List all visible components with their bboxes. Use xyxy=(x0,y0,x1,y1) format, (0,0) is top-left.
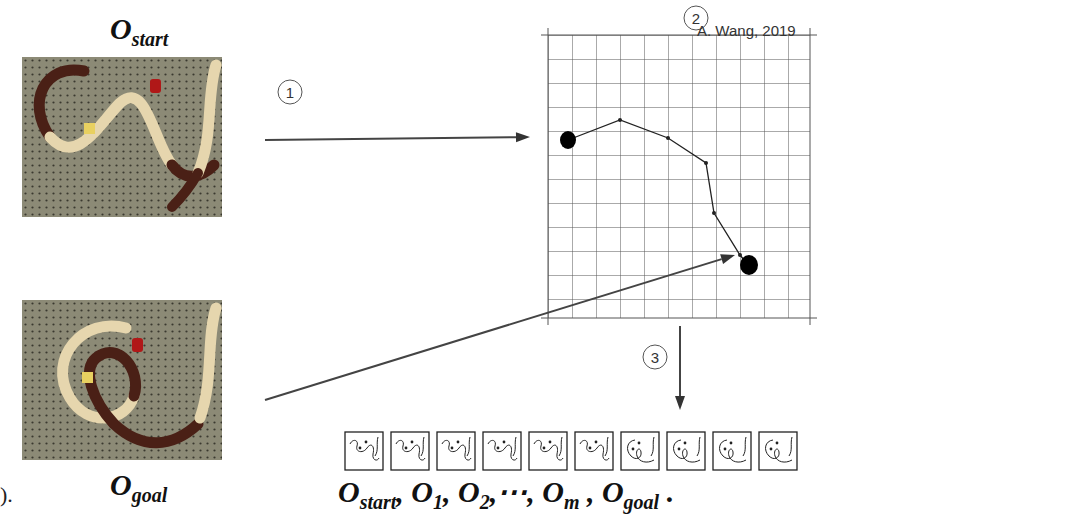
subscript-text: goal xyxy=(132,484,168,507)
citation: A. Wang, 2019 xyxy=(697,22,796,39)
node-text-row: Ostart xyxy=(110,12,168,46)
symbol-text: O xyxy=(110,12,132,46)
subscript-text: 1 xyxy=(433,491,443,514)
symbol-text: , O xyxy=(443,475,480,509)
callout-number: 1 xyxy=(286,85,294,100)
symbol-text: , O xyxy=(396,475,433,509)
subscript-text: start xyxy=(360,491,397,514)
arrow-connector xyxy=(265,132,530,142)
callout-number: 3 xyxy=(651,350,659,365)
node-text-row: Ogoal xyxy=(110,468,167,502)
subscript-text: goal xyxy=(624,491,660,514)
subscript-text: 2 xyxy=(480,491,490,514)
subscript-text: m xyxy=(564,491,580,514)
arrow-connector xyxy=(675,326,685,410)
start-observation: Ostart xyxy=(22,12,222,218)
symbol-text: , O xyxy=(579,475,623,509)
symbol-text: . xyxy=(659,475,674,509)
arrow-connector xyxy=(265,254,735,400)
node-text-row: Ostart, O1, O2,⋯, Om , Ogoal . xyxy=(338,474,674,509)
symbol-text: O xyxy=(110,468,132,502)
symbol-text: ,⋯, O xyxy=(490,474,564,509)
goal-observation: Ogoal xyxy=(22,300,222,510)
symbol-text: O xyxy=(338,475,360,509)
subscript-text: start xyxy=(132,28,169,51)
text-fragment: ). xyxy=(0,482,13,508)
observation-sequence: Ostart, O1, O2,⋯, Om , Ogoal . xyxy=(330,428,800,514)
latent-grid: 2 xyxy=(530,4,810,320)
